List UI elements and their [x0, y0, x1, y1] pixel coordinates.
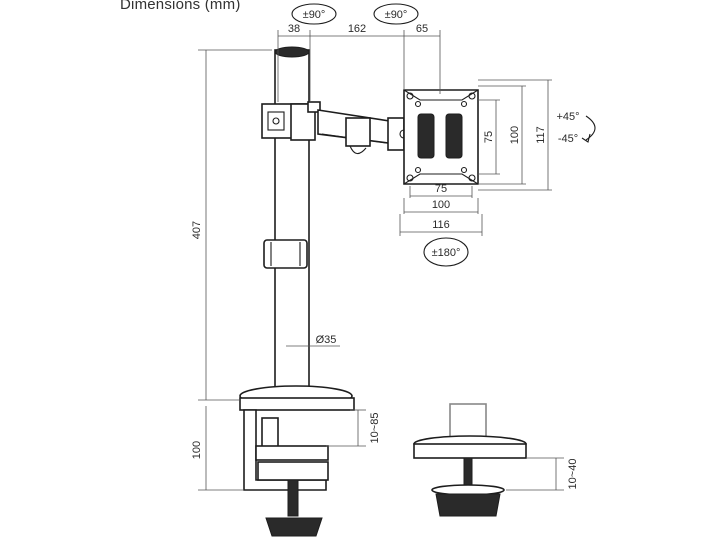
diagram-title: Dimensions (mm) — [120, 0, 241, 13]
tilt-down-label: -45° — [558, 133, 578, 145]
pole-height-label: 407 — [191, 221, 203, 239]
plate-height-label: 117 — [535, 126, 547, 144]
arm-beam — [317, 109, 409, 155]
head-depth-label: 65 — [416, 23, 428, 35]
rotation-indicators — [291, 3, 596, 267]
rotation-label: ±180° — [432, 247, 461, 259]
vesa-plate — [403, 89, 479, 185]
cable-clip — [263, 239, 308, 269]
tilt-up-label: +45° — [556, 111, 579, 123]
vesa-outer-h-label: 100 — [432, 199, 450, 211]
plate-width-label: 116 — [432, 219, 450, 231]
vesa-inner-h-label: 75 — [435, 183, 447, 195]
vesa-inner-v-label: 75 — [483, 131, 495, 143]
swivel-left-label: ±90° — [303, 9, 326, 21]
swivel-right-label: ±90° — [385, 9, 408, 21]
pole — [274, 46, 310, 401]
arm-offset-label: 38 — [288, 23, 300, 35]
grommet-mount — [413, 403, 527, 517]
clamp-height-label: 100 — [191, 441, 203, 459]
grommet-range-label: 10~40 — [567, 459, 579, 490]
vesa-outer-v-label: 100 — [509, 126, 521, 144]
arm-bracket — [261, 101, 321, 141]
dimension-labels: ±90° ±90° 38 162 65 407 100 10~85 10~40 … — [191, 9, 580, 489]
dimension-lines — [198, 30, 564, 491]
clamp-range-label: 10~85 — [369, 413, 381, 444]
arm-length-label: 162 — [348, 23, 366, 35]
desk-clamp — [239, 385, 355, 537]
pole-diameter-label: Ø35 — [316, 334, 337, 346]
